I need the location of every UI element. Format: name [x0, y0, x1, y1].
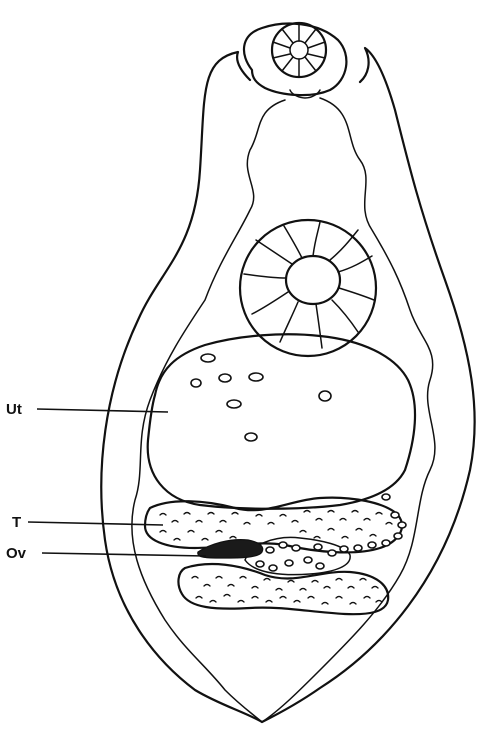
- ovary-label: Ov: [6, 545, 27, 562]
- testis-label: T: [12, 514, 21, 531]
- ovary-leader-line: [42, 553, 206, 556]
- uterus-eggs: [191, 354, 331, 441]
- testis-anterior: [145, 498, 402, 553]
- uterus-sac: [148, 334, 415, 508]
- inner-wall-right: [262, 98, 435, 722]
- ovary: [198, 540, 263, 558]
- testis-leader-line: [28, 522, 163, 525]
- testis-posterior: [178, 564, 388, 614]
- oral-sucker: [244, 23, 346, 95]
- testis-granules: [160, 511, 392, 605]
- uterus-label: Ut: [6, 401, 22, 418]
- uterus-leader-line: [37, 409, 168, 412]
